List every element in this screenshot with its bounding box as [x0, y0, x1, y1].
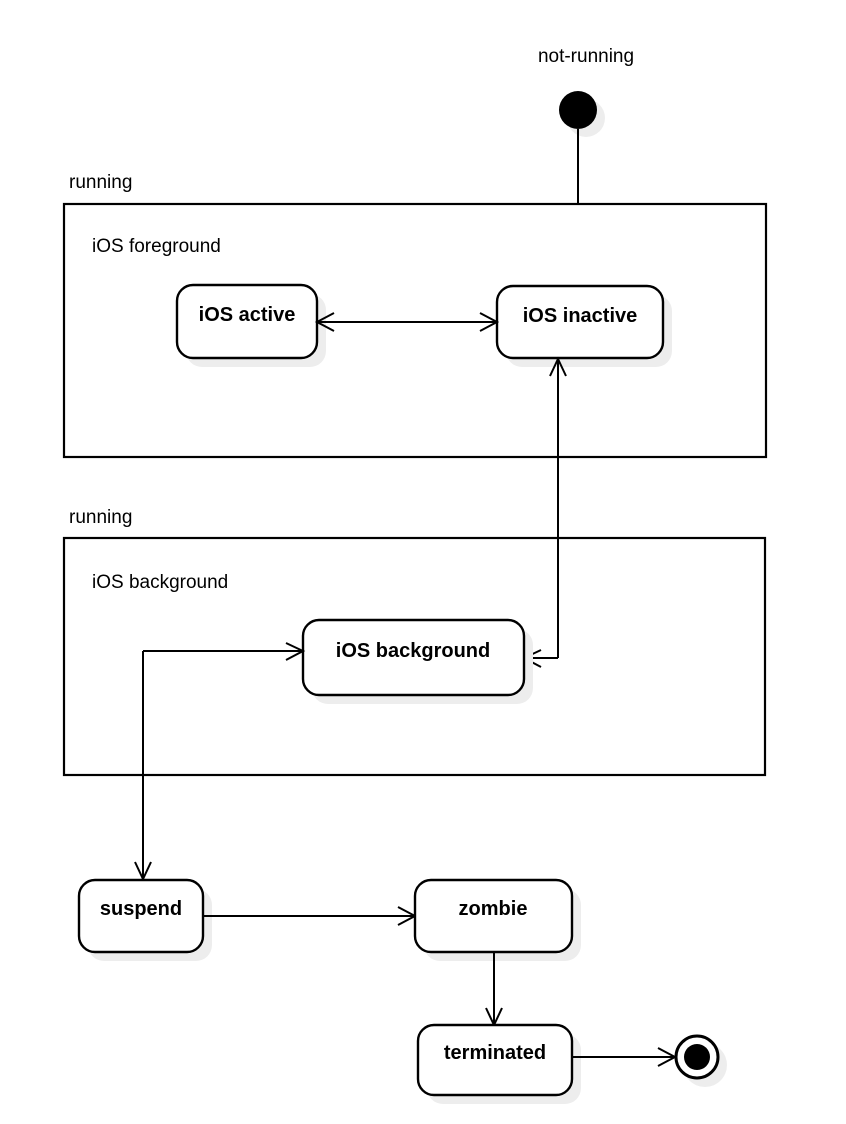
- region-sublabel-ios-background: iOS background: [92, 572, 228, 593]
- state-ios-active[interactable]: iOS active: [175, 283, 326, 367]
- state-terminated-box: [416, 1023, 574, 1097]
- state-suspend[interactable]: suspend: [77, 878, 212, 961]
- state-ios-background-label: iOS background: [336, 640, 490, 662]
- final-state-node[interactable]: [674, 1034, 727, 1087]
- state-zombie-box: [413, 878, 574, 954]
- transition-active-inactive-bidirectional: [314, 312, 500, 332]
- state-suspend-box: [77, 878, 205, 954]
- initial-state-node[interactable]: [559, 91, 605, 137]
- state-terminated[interactable]: terminated: [416, 1023, 581, 1104]
- state-terminated-label: terminated: [444, 1042, 546, 1064]
- state-ios-active-label: iOS active: [199, 304, 296, 326]
- transition-background-to-inactive: [549, 356, 567, 658]
- final-state-dot: [684, 1044, 710, 1070]
- not-running-label: not-running: [538, 46, 634, 67]
- region-sublabel-ios-foreground: iOS foreground: [92, 236, 221, 257]
- transition-zombie-to-terminated: [485, 953, 503, 1028]
- region-label-running-foreground: running: [69, 172, 132, 193]
- transition-suspend-to-zombie: [204, 906, 418, 926]
- state-ios-inactive-label: iOS inactive: [523, 305, 638, 327]
- region-label-running-background: running: [69, 507, 132, 528]
- state-ios-background-box: [301, 618, 526, 697]
- initial-state-dot: [559, 91, 597, 129]
- state-zombie-label: zombie: [459, 898, 528, 920]
- transition-terminated-to-final: [573, 1047, 678, 1067]
- transition-into-ios-background-left: [143, 642, 306, 661]
- state-suspend-label: suspend: [100, 898, 182, 920]
- state-ios-background[interactable]: iOS background: [301, 618, 533, 704]
- state-zombie[interactable]: zombie: [413, 878, 581, 961]
- state-ios-inactive[interactable]: iOS inactive: [495, 284, 672, 367]
